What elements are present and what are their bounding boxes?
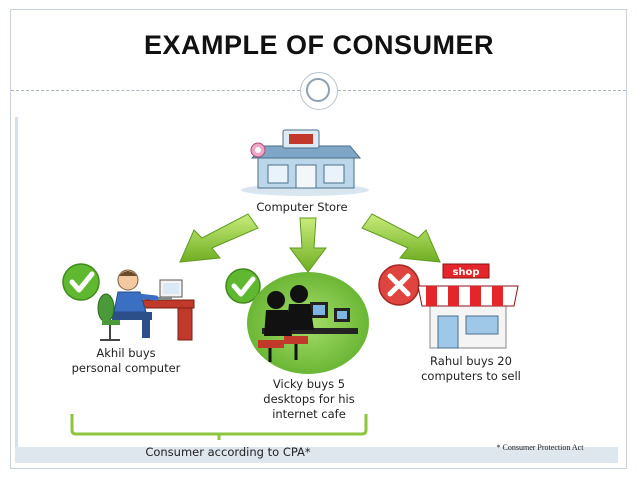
store-label: Computer Store (256, 200, 347, 214)
cross-badge-icon (378, 264, 420, 306)
rahul-label-line1: Rahul buys 20 (430, 354, 512, 368)
divider-ornament-icon (300, 72, 338, 110)
bracket-label: Consumer according to CPA* (145, 445, 311, 459)
shop-sign-text: shop (452, 267, 479, 278)
bottom-strip (15, 447, 618, 463)
check-badge-icon (62, 263, 100, 301)
vicky-label-line3: internet cafe (272, 407, 346, 421)
arrow-left-icon (179, 213, 259, 263)
slide-title: EXAMPLE OF CONSUMER (143, 30, 495, 60)
rahul-label-line2: computers to sell (421, 369, 521, 383)
akhil-label-line2: personal computer (72, 361, 181, 375)
arrow-right-icon (361, 213, 441, 263)
computer-store-icon (241, 129, 369, 196)
akhil-label-line1: Akhil buys (96, 346, 155, 360)
consumer-bracket (70, 414, 368, 440)
divider-right (338, 90, 626, 91)
internet-cafe-icon (247, 272, 369, 374)
divider-left (11, 90, 300, 91)
man-at-computer-icon (97, 269, 195, 341)
vicky-label-line1: Vicky buys 5 (273, 377, 345, 391)
arrow-center-icon (289, 217, 327, 273)
footnote: * Consumer Protection Act (497, 443, 585, 452)
check-badge-icon (225, 268, 261, 304)
vicky-label-line2: desktops for his (263, 392, 354, 406)
shop-icon: shop (417, 263, 519, 349)
